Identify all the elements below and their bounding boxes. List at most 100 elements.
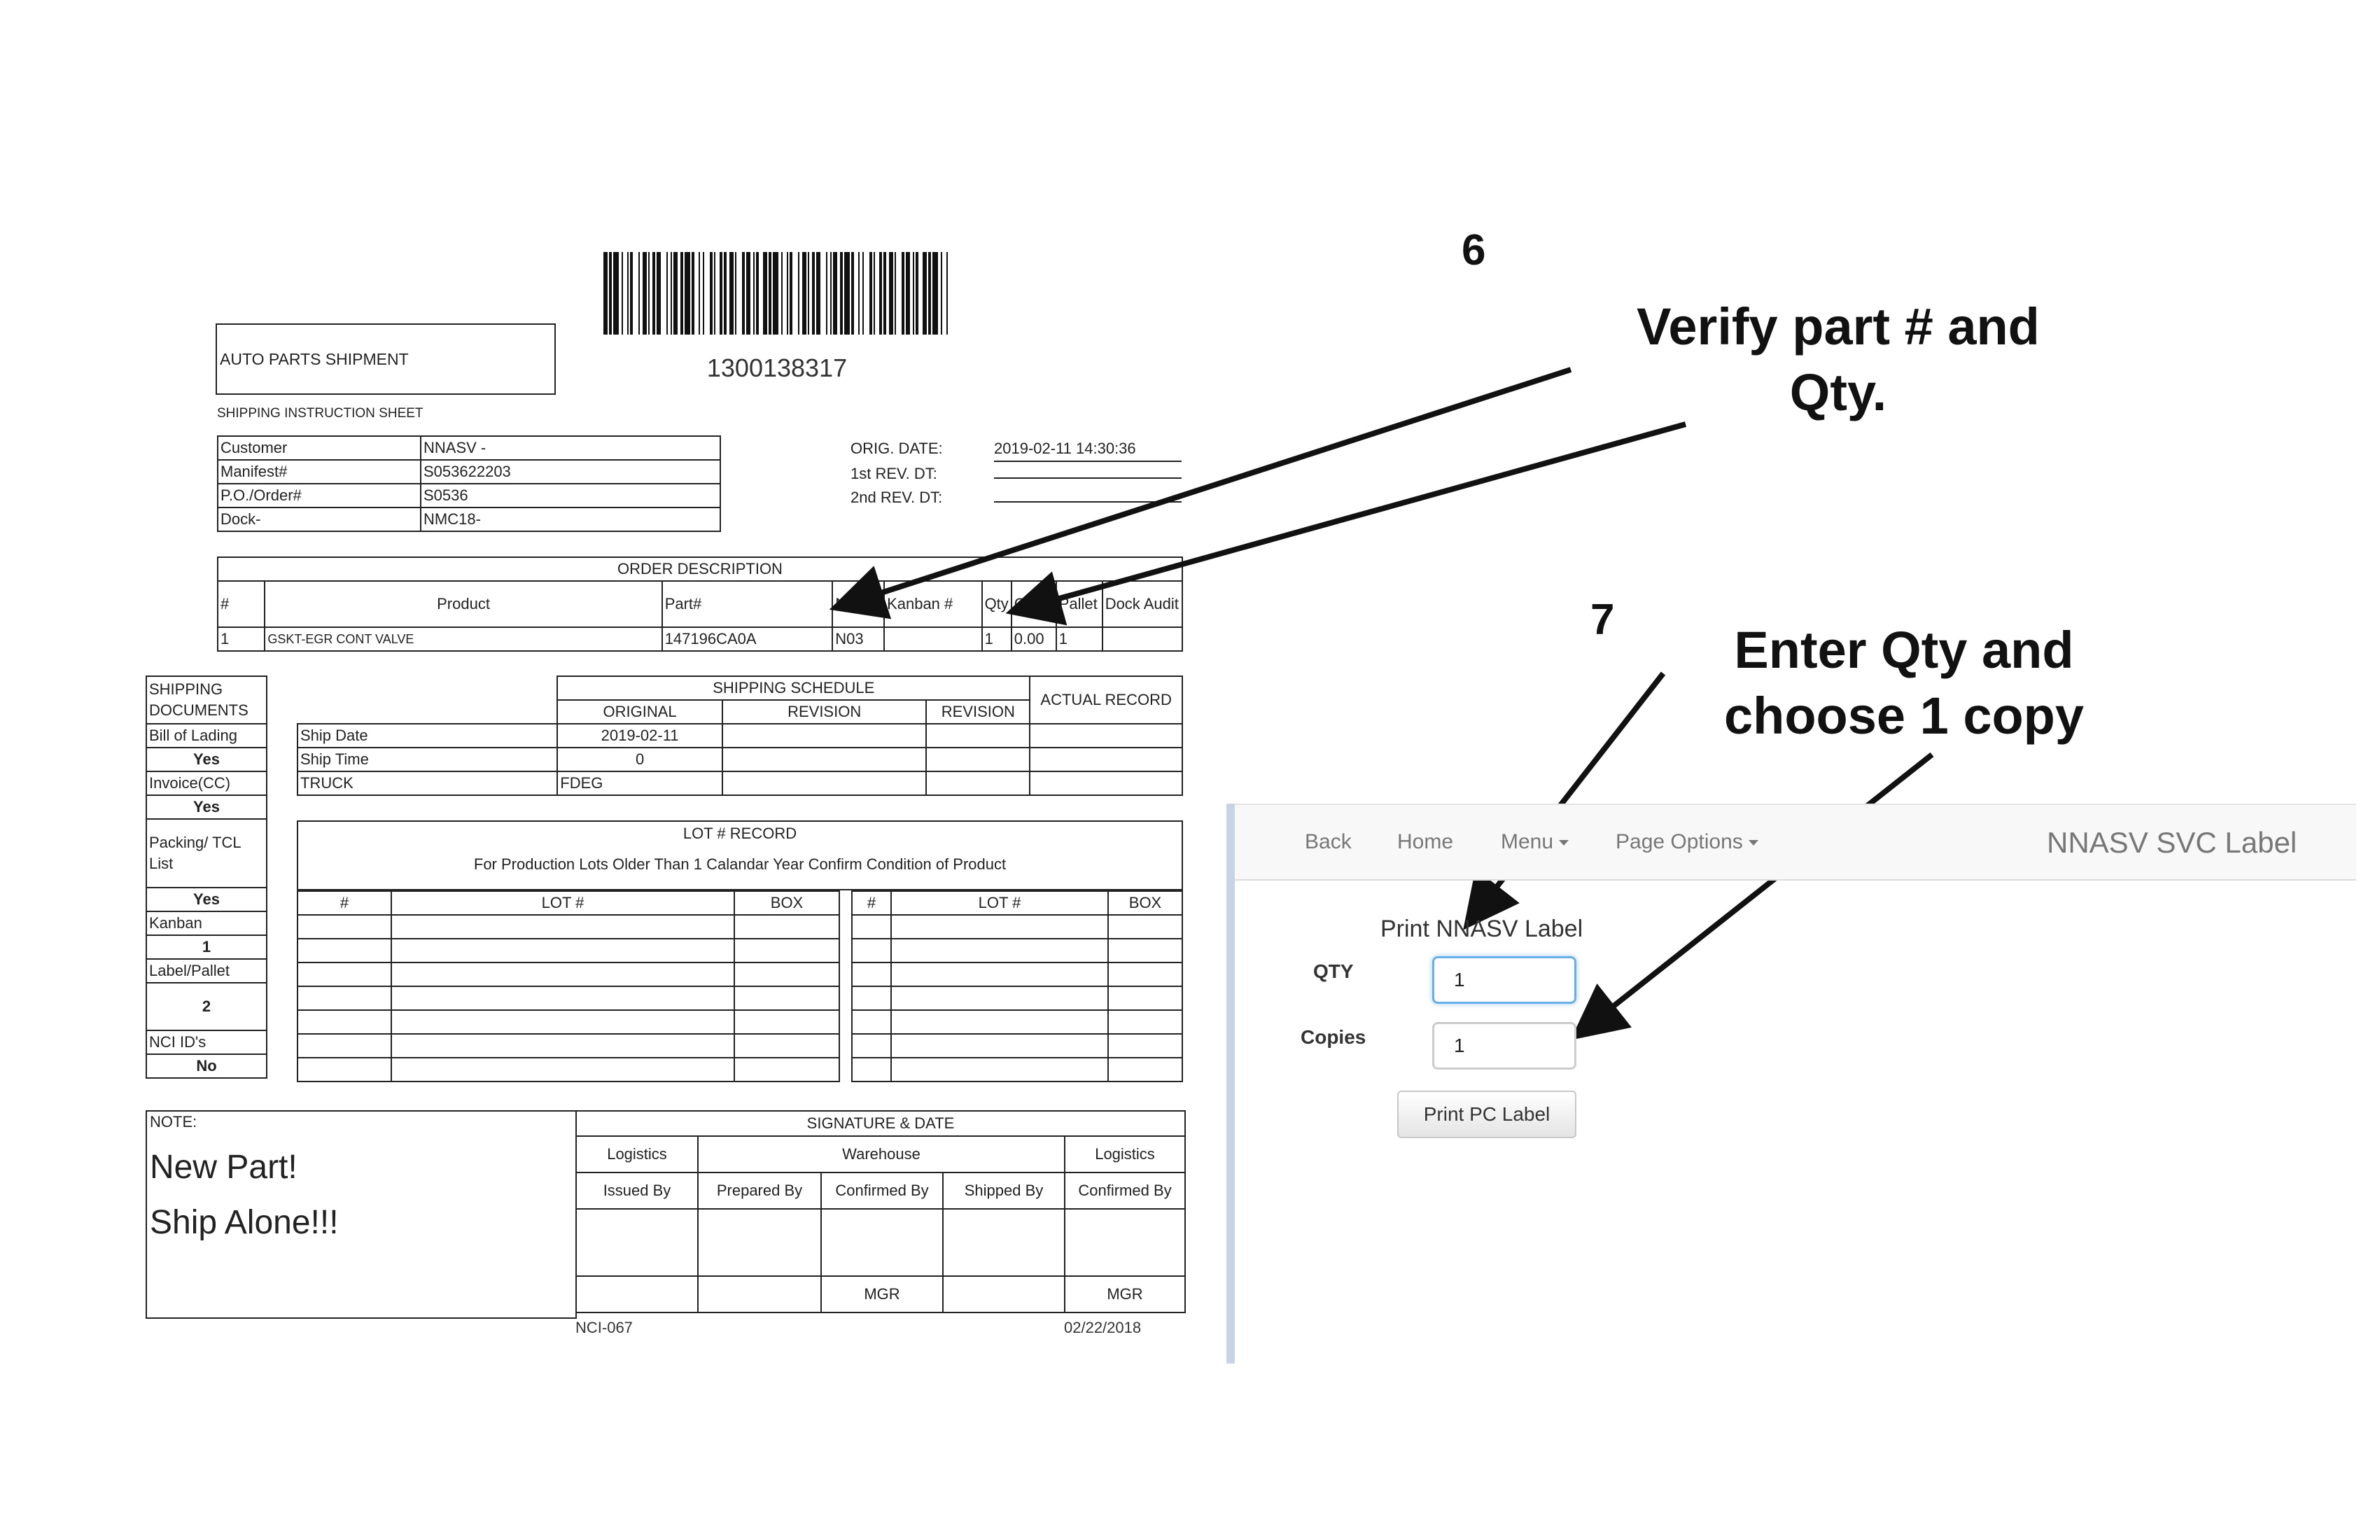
- order-title: ORDER DESCRIPTION: [217, 556, 1183, 582]
- nav-page-options[interactable]: Page Options: [1616, 830, 1758, 854]
- docs-nci-value: No: [146, 1054, 267, 1079]
- carrier-label: TRUCK: [296, 771, 559, 796]
- order-col-dock-audit: Dock Audit: [1101, 580, 1184, 628]
- copies-label: Copies: [1301, 1026, 1366, 1048]
- sig-confirmed-by-2: Confirmed By: [1064, 1172, 1186, 1210]
- sig-shipped-by: Shipped By: [942, 1172, 1065, 1210]
- arrow-to-qty-input: [1463, 671, 1666, 930]
- shipping-documents-table: SHIPPING DOCUMENTS Bill of Lading Yes In…: [146, 676, 267, 1079]
- docs-kanban-value: 1: [146, 934, 267, 960]
- signature-title: SIGNATURE & DATE: [575, 1110, 1186, 1137]
- docs-bol-value: Yes: [146, 747, 267, 772]
- sig-logistics-1: Logistics: [575, 1135, 699, 1173]
- nav-page-options-label: Page Options: [1616, 830, 1743, 853]
- customer-value: NNASV -: [420, 435, 721, 461]
- sig-prepared-by: Prepared By: [697, 1172, 822, 1210]
- sig-logistics-2: Logistics: [1064, 1135, 1186, 1173]
- docs-invoice-label: Invoice(CC): [146, 771, 267, 796]
- order-col-num: #: [216, 580, 266, 628]
- step-6-number: 6: [1462, 226, 1486, 274]
- ship-time-value: 0: [556, 747, 723, 772]
- order-col-pallet: Pallet: [1055, 580, 1103, 628]
- docs-title: SHIPPING DOCUMENTS: [146, 676, 267, 724]
- order-row-nci: N03: [832, 626, 886, 652]
- step-7-text: Enter Qty and choose 1 copy: [1723, 621, 2085, 745]
- order-col-nci: NCI#: [832, 580, 886, 628]
- ship-date-label: Ship Date: [296, 723, 559, 748]
- rev2-date-label: 2nd REV. DT:: [850, 489, 943, 506]
- note-line-1: New Part!: [150, 1149, 298, 1186]
- app-left-border: [1226, 804, 1235, 1364]
- lot-left-col-lot: LOT #: [391, 890, 735, 916]
- qty-input[interactable]: 1: [1432, 956, 1576, 1004]
- lot-title: LOT # RECORD: [682, 825, 797, 842]
- dock-value: NMC18-: [420, 507, 721, 532]
- schedule-col-revision2: REVISION: [925, 699, 1031, 724]
- order-col-case: Case: [1010, 580, 1057, 628]
- rev1-date-value: [994, 477, 1182, 479]
- nav-back[interactable]: Back: [1305, 830, 1352, 853]
- docs-kanban-label: Kanban: [146, 911, 267, 936]
- docs-label-value: 2: [146, 982, 267, 1031]
- schedule-title: SHIPPING SCHEDULE: [556, 676, 1031, 701]
- order-col-qty: Qty: [981, 580, 1012, 628]
- rev2-date-value: [994, 501, 1182, 503]
- nav-menu[interactable]: Menu: [1501, 830, 1569, 854]
- note-line-2: Ship Alone!!!: [150, 1204, 339, 1241]
- manifest-value: S053622203: [420, 459, 721, 484]
- app-brand[interactable]: NNASV SVC Label: [2047, 826, 2297, 859]
- docs-packing-value: Yes: [146, 887, 267, 912]
- chevron-down-icon: [1748, 840, 1758, 846]
- note-box: NOTE: New Part! Ship Alone!!!: [146, 1110, 577, 1319]
- nav-menu-label: Menu: [1501, 830, 1554, 853]
- sig-mgr-2: MGR: [1064, 1275, 1186, 1313]
- barcode: [603, 252, 948, 335]
- manifest-label: Manifest#: [217, 459, 421, 484]
- copies-input[interactable]: 1: [1432, 1022, 1576, 1070]
- customer-label: Customer: [217, 435, 421, 461]
- footer-date: 02/22/2018: [1064, 1319, 1142, 1336]
- lot-table-left: #LOT #BOX: [297, 890, 840, 1082]
- sig-issued-by: Issued By: [575, 1172, 699, 1210]
- arrow-to-copies-input: [1570, 752, 1934, 1040]
- chevron-down-icon: [1559, 840, 1569, 846]
- po-value: S0536: [420, 483, 721, 508]
- qty-label: QTY: [1313, 960, 1354, 982]
- order-row-num: 1: [216, 626, 266, 652]
- shipping-schedule-table: SHIPPING SCHEDULE ACTUAL RECORD ORIGINAL…: [296, 676, 1183, 796]
- dock-label: Dock-: [217, 507, 421, 532]
- order-row-dock-audit: [1101, 626, 1184, 652]
- ship-date-value: 2019-02-11: [556, 723, 723, 748]
- docs-bol-label: Bill of Lading: [146, 723, 267, 748]
- orig-date-label: ORIG. DATE:: [850, 440, 943, 457]
- lot-right-col-lot: LOT #: [890, 890, 1109, 916]
- revision-dates: ORIG. DATE:2019-02-11 14:30:36 1st REV. …: [850, 437, 1182, 510]
- shipment-title: AUTO PARTS SHIPMENT: [216, 323, 556, 395]
- signature-table: SIGNATURE & DATE Logistics Warehouse Log…: [575, 1110, 1186, 1313]
- order-row-part: 147196CA0A: [661, 626, 834, 652]
- order-col-kanban: Kanban #: [883, 580, 983, 628]
- rev1-date-label: 1st REV. DT:: [850, 465, 937, 482]
- print-pc-label-button[interactable]: Print PC Label: [1397, 1091, 1576, 1138]
- lot-right-col-num: #: [851, 890, 892, 916]
- order-row-case: 0.00: [1010, 626, 1057, 652]
- sig-confirmed-by-1: Confirmed By: [820, 1172, 944, 1210]
- lot-right-col-box: BOX: [1107, 890, 1183, 916]
- form-title: Print NNASV Label: [1380, 916, 1583, 942]
- lot-left-col-num: #: [297, 890, 392, 916]
- order-row-pallet: 1: [1055, 626, 1103, 652]
- note-label: NOTE:: [150, 1113, 197, 1130]
- sheet-subtitle: SHIPPING INSTRUCTION SHEET: [217, 406, 424, 421]
- docs-invoice-value: Yes: [146, 794, 267, 820]
- order-description-table: ORDER DESCRIPTION # Product Part# NCI# K…: [216, 556, 1184, 652]
- order-col-part: Part#: [661, 580, 834, 628]
- docs-label-label: Label/Pallet: [146, 958, 267, 983]
- lot-subtitle: For Production Lots Older Than 1 Calanda…: [473, 855, 1007, 873]
- order-row-kanban: [883, 626, 983, 652]
- schedule-col-revision1: REVISION: [721, 699, 927, 724]
- lot-table-right: #LOT #BOX: [851, 890, 1183, 1082]
- order-col-product: Product: [264, 580, 663, 628]
- nav-home[interactable]: Home: [1397, 830, 1454, 853]
- barcode-number: 1300138317: [706, 354, 848, 382]
